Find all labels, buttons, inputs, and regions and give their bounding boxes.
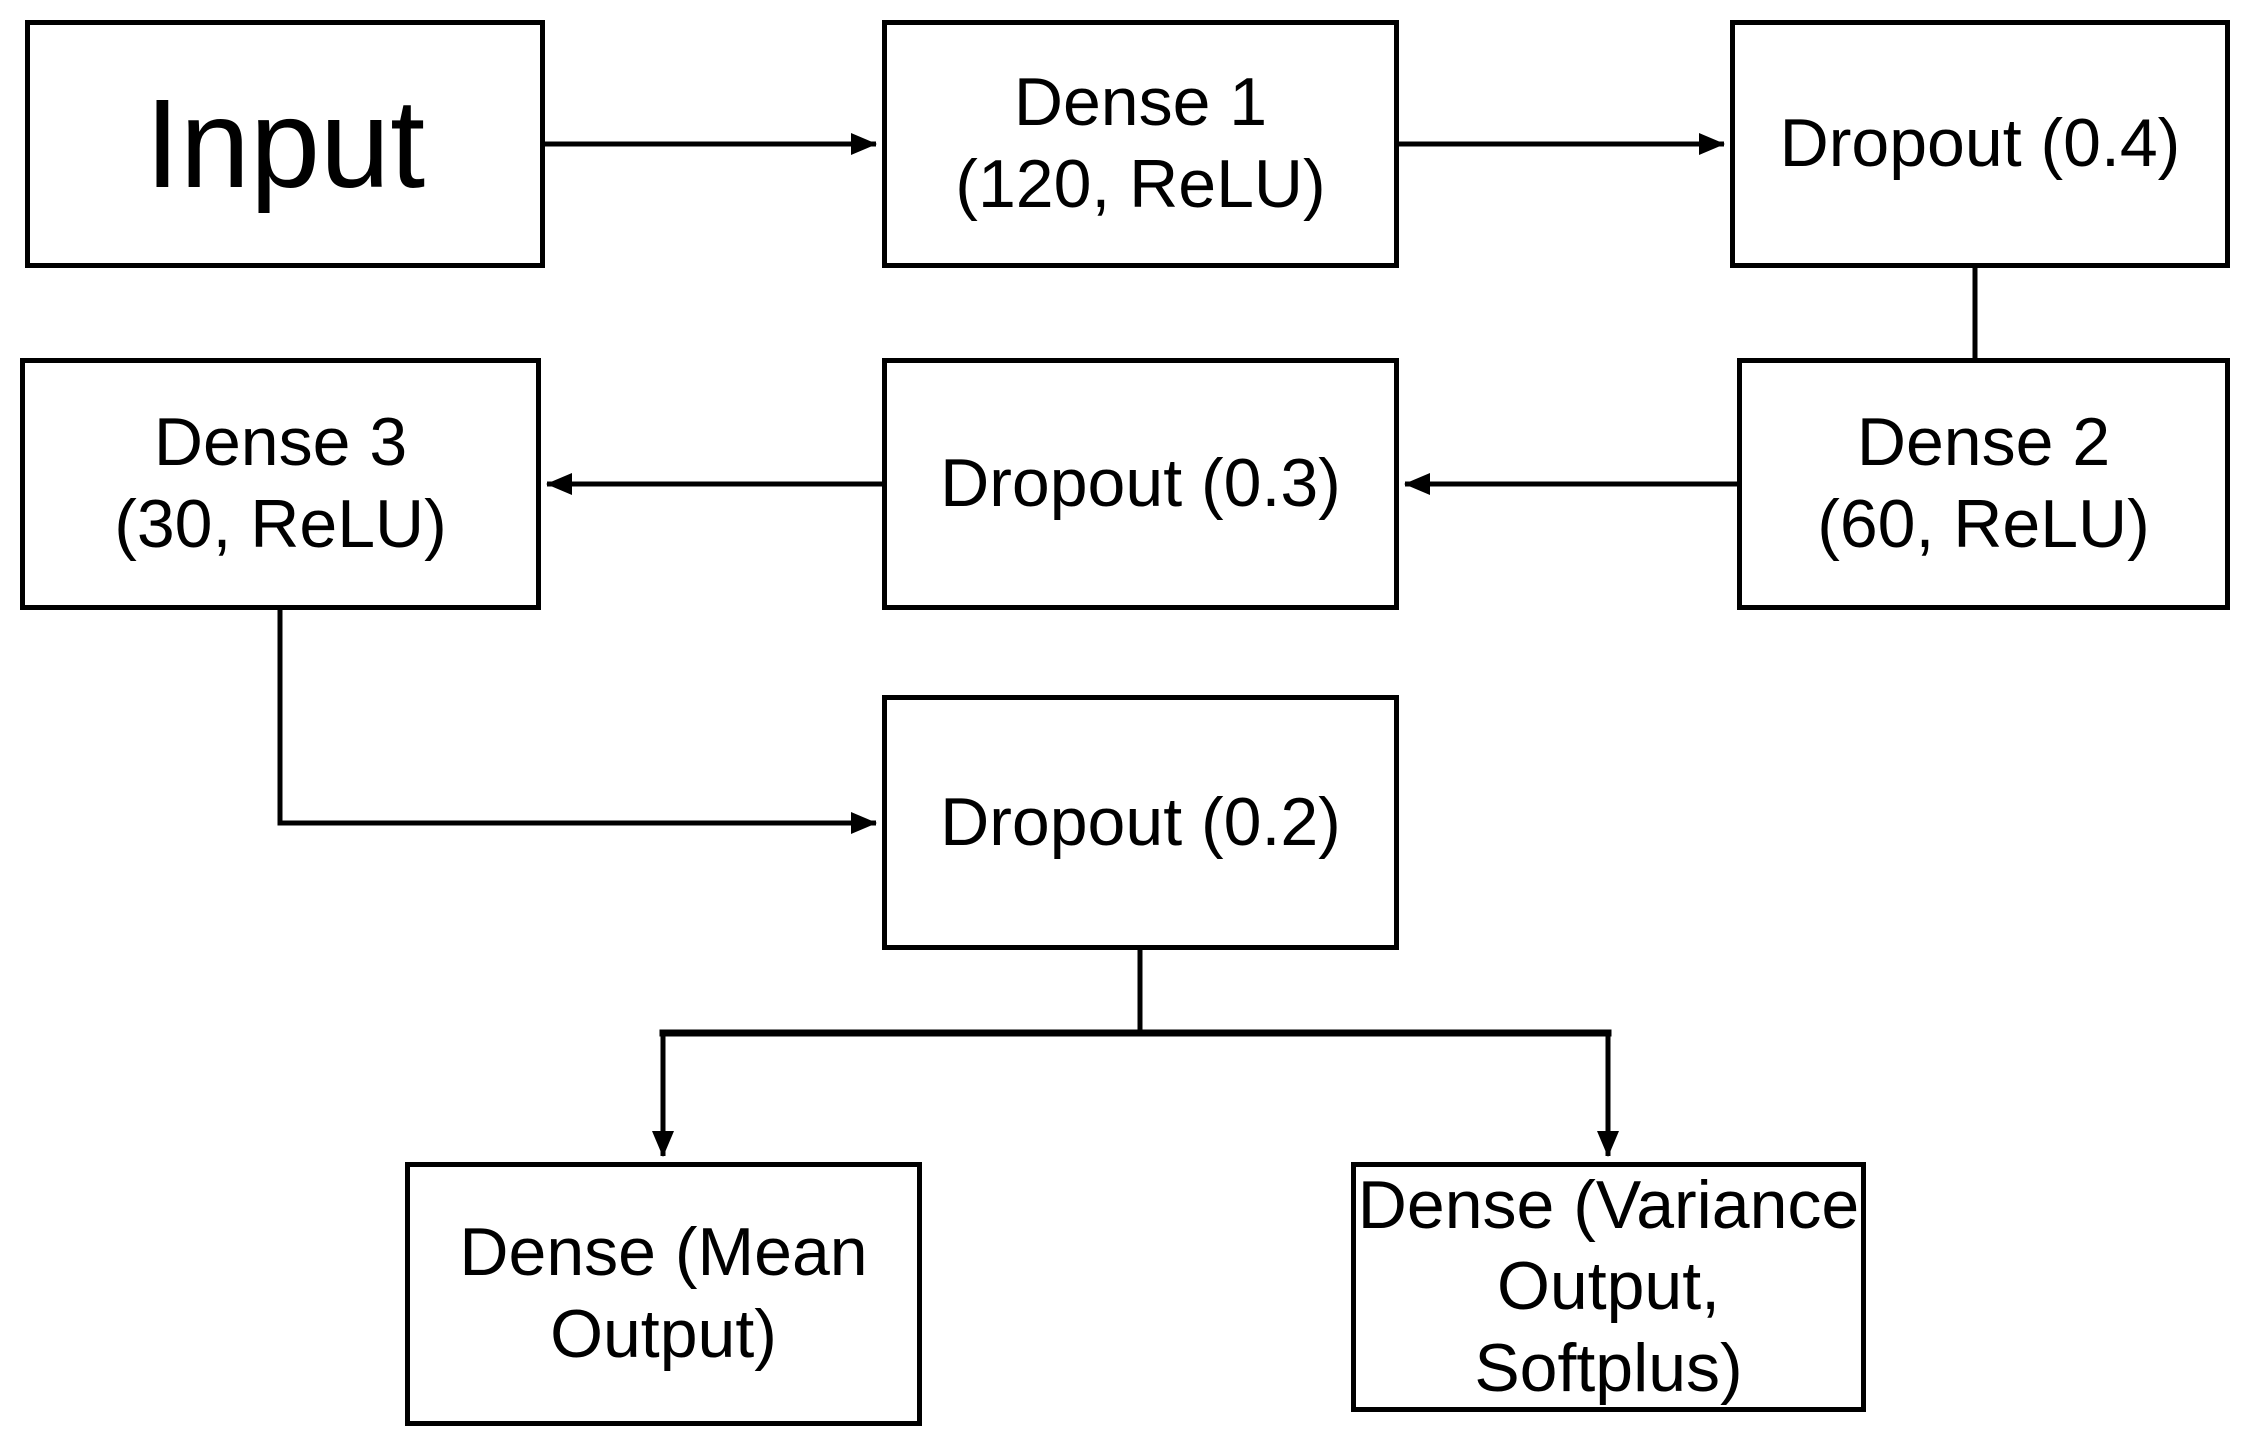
node-dropout-0-4: Dropout (0.4) <box>1730 20 2230 268</box>
node-dropout-0-2: Dropout (0.2) <box>882 695 1399 950</box>
node-input: Input <box>25 20 545 268</box>
node-dense-variance-output: Dense (Variance Output, Softplus) <box>1351 1162 1866 1412</box>
node-dense2: Dense 2 (60, ReLU) <box>1737 358 2230 610</box>
node-dense3-label: Dense 3 (30, ReLU) <box>114 404 447 562</box>
node-dense-variance-output-label: Dense (Variance Output, Softplus) <box>1357 1166 1860 1406</box>
node-dense3: Dense 3 (30, ReLU) <box>20 358 541 610</box>
node-dropout-0-4-label: Dropout (0.4) <box>1779 105 2181 182</box>
node-dense1-label: Dense 1 (120, ReLU) <box>955 64 1326 222</box>
node-dense1: Dense 1 (120, ReLU) <box>882 20 1399 268</box>
node-dropout-0-3: Dropout (0.3) <box>882 358 1399 610</box>
node-input-label: Input <box>144 73 426 215</box>
edge-dense3-to-dropout02 <box>277 608 877 834</box>
node-dense2-label: Dense 2 (60, ReLU) <box>1817 404 2150 562</box>
node-dense-mean-output-label: Dense (Mean Output) <box>459 1214 868 1372</box>
node-dropout-0-3-label: Dropout (0.3) <box>940 445 1341 522</box>
node-dense-mean-output: Dense (Mean Output) <box>405 1162 922 1426</box>
node-dropout-0-2-label: Dropout (0.2) <box>940 783 1341 860</box>
